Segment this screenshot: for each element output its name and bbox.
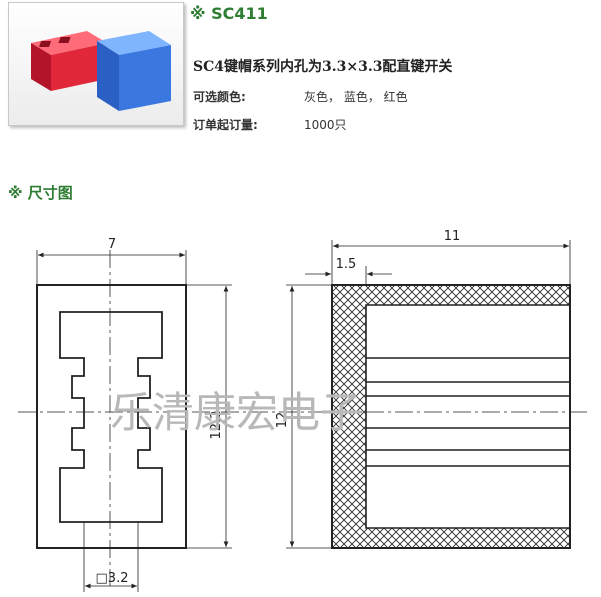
product-photo (8, 2, 184, 126)
side-outline (331, 284, 571, 549)
dimension-section-title: ※ 尺寸图 (8, 184, 73, 202)
colors-label: 可选颜色: (193, 90, 246, 104)
watermark: 乐清康宏电子 (110, 388, 362, 437)
red-cap-hole (58, 37, 71, 43)
product-description: SC4键帽系列内孔为3.3×3.3配直键开关 (193, 59, 453, 75)
red-cap-hole (38, 41, 52, 47)
moq-label: 订单起订量: (193, 118, 258, 132)
dim-length-label: 11 (444, 229, 461, 244)
red-cap-side (31, 43, 51, 91)
blue-cap-front (119, 45, 171, 111)
blue-cap-side (97, 41, 119, 111)
moq-value: 1000只 (304, 118, 347, 132)
front-outline (36, 284, 187, 549)
product-code: ※ SC411 (190, 4, 268, 23)
dim-side-height-label: 12 (275, 412, 290, 429)
dim-width-label: 7 (108, 237, 116, 252)
colors-value: 灰色， 蓝色， 红色 (304, 90, 408, 104)
dim-wall-label: 1.5 (336, 257, 357, 272)
front-inner-hole (59, 311, 163, 523)
red-cap-front (51, 43, 107, 91)
blue-cap-top (97, 31, 171, 55)
dim-height-label: 12.2 (209, 411, 224, 440)
dim-hole-label: □3.2 (96, 571, 129, 586)
side-cavity (365, 304, 570, 529)
side-hatch (332, 285, 570, 548)
red-cap-top (31, 31, 107, 55)
